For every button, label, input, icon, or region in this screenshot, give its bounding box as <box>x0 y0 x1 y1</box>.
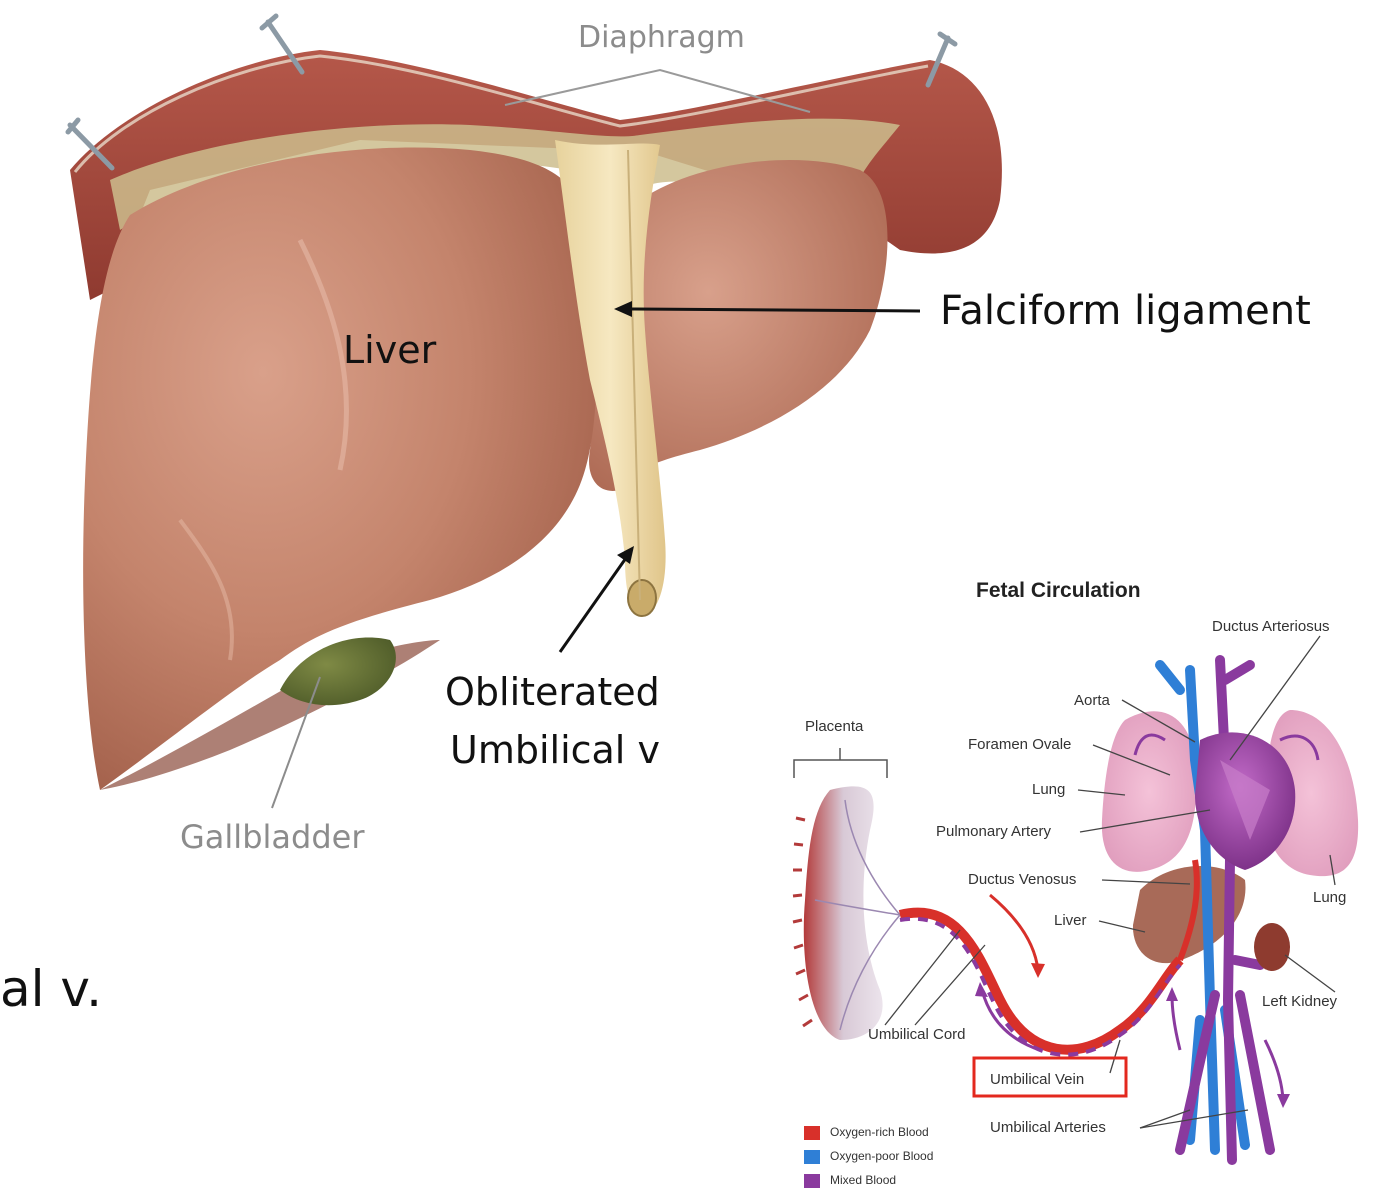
lung-right-shape <box>1264 710 1359 877</box>
label-ductus-venosus: Ductus Venosus <box>968 871 1077 888</box>
liver-left-lobe <box>589 160 888 491</box>
legend-label: Oxygen-rich Blood <box>830 1125 929 1139</box>
legend-oxygen-poor: Oxygen-poor Blood <box>830 1149 933 1163</box>
fetal-circulation-title: Fetal Circulation <box>976 579 1141 602</box>
obliterated-label-line1: Obliterated <box>445 670 660 714</box>
label-left-kidney: Left Kidney <box>1262 993 1338 1010</box>
obliterated-label-line2: Umbilical v <box>450 728 660 772</box>
label-foramen-ovale: Foramen Ovale <box>968 736 1072 753</box>
placenta-shape <box>803 786 883 1040</box>
label-fetal-liver: Liver <box>1054 912 1087 929</box>
label-ductus-arteriosus: Ductus Arteriosus <box>1212 618 1330 635</box>
fetal-liver-shape <box>1132 866 1246 964</box>
gallbladder-label: Gallbladder <box>180 818 365 856</box>
legend-swatch-oxygen-poor <box>804 1150 820 1164</box>
legend-label: Mixed Blood <box>830 1173 897 1187</box>
legend-swatch-mixed <box>804 1174 820 1188</box>
diaphragm-rim <box>70 50 1002 300</box>
lung-left-shape <box>1101 711 1197 872</box>
cropped-slide-text: al v. <box>0 960 103 1018</box>
diaphragm-label: Diaphragm <box>578 20 745 55</box>
legend-mixed: Mixed Blood <box>830 1173 896 1187</box>
label-lung-right: Lung <box>1313 889 1347 906</box>
label-umbilical-cord: Umbilical Cord <box>868 1026 966 1043</box>
label-umbilical-arteries: Umbilical Arteries <box>990 1119 1106 1136</box>
label-lung-left: Lung <box>1032 781 1066 798</box>
falciform-ligament-label: Falciform ligament <box>940 288 1311 334</box>
label-pulmonary-artery: Pulmonary Artery <box>936 823 1052 840</box>
label-placenta: Placenta <box>805 718 864 735</box>
legend-oxygen-rich: Oxygen-rich Blood <box>830 1125 929 1139</box>
label-aorta: Aorta <box>1074 692 1110 709</box>
legend-label: Oxygen-poor Blood <box>830 1149 934 1163</box>
retraction-hooks <box>65 13 958 171</box>
label-umbilical-vein: Umbilical Vein <box>990 1071 1085 1088</box>
left-kidney-shape <box>1254 923 1290 971</box>
gallbladder-shape <box>280 637 396 706</box>
liver-label: Liver <box>343 328 437 372</box>
legend-swatch-oxygen-rich <box>804 1126 820 1140</box>
umbilical-vein-highlight <box>972 1056 1128 1098</box>
